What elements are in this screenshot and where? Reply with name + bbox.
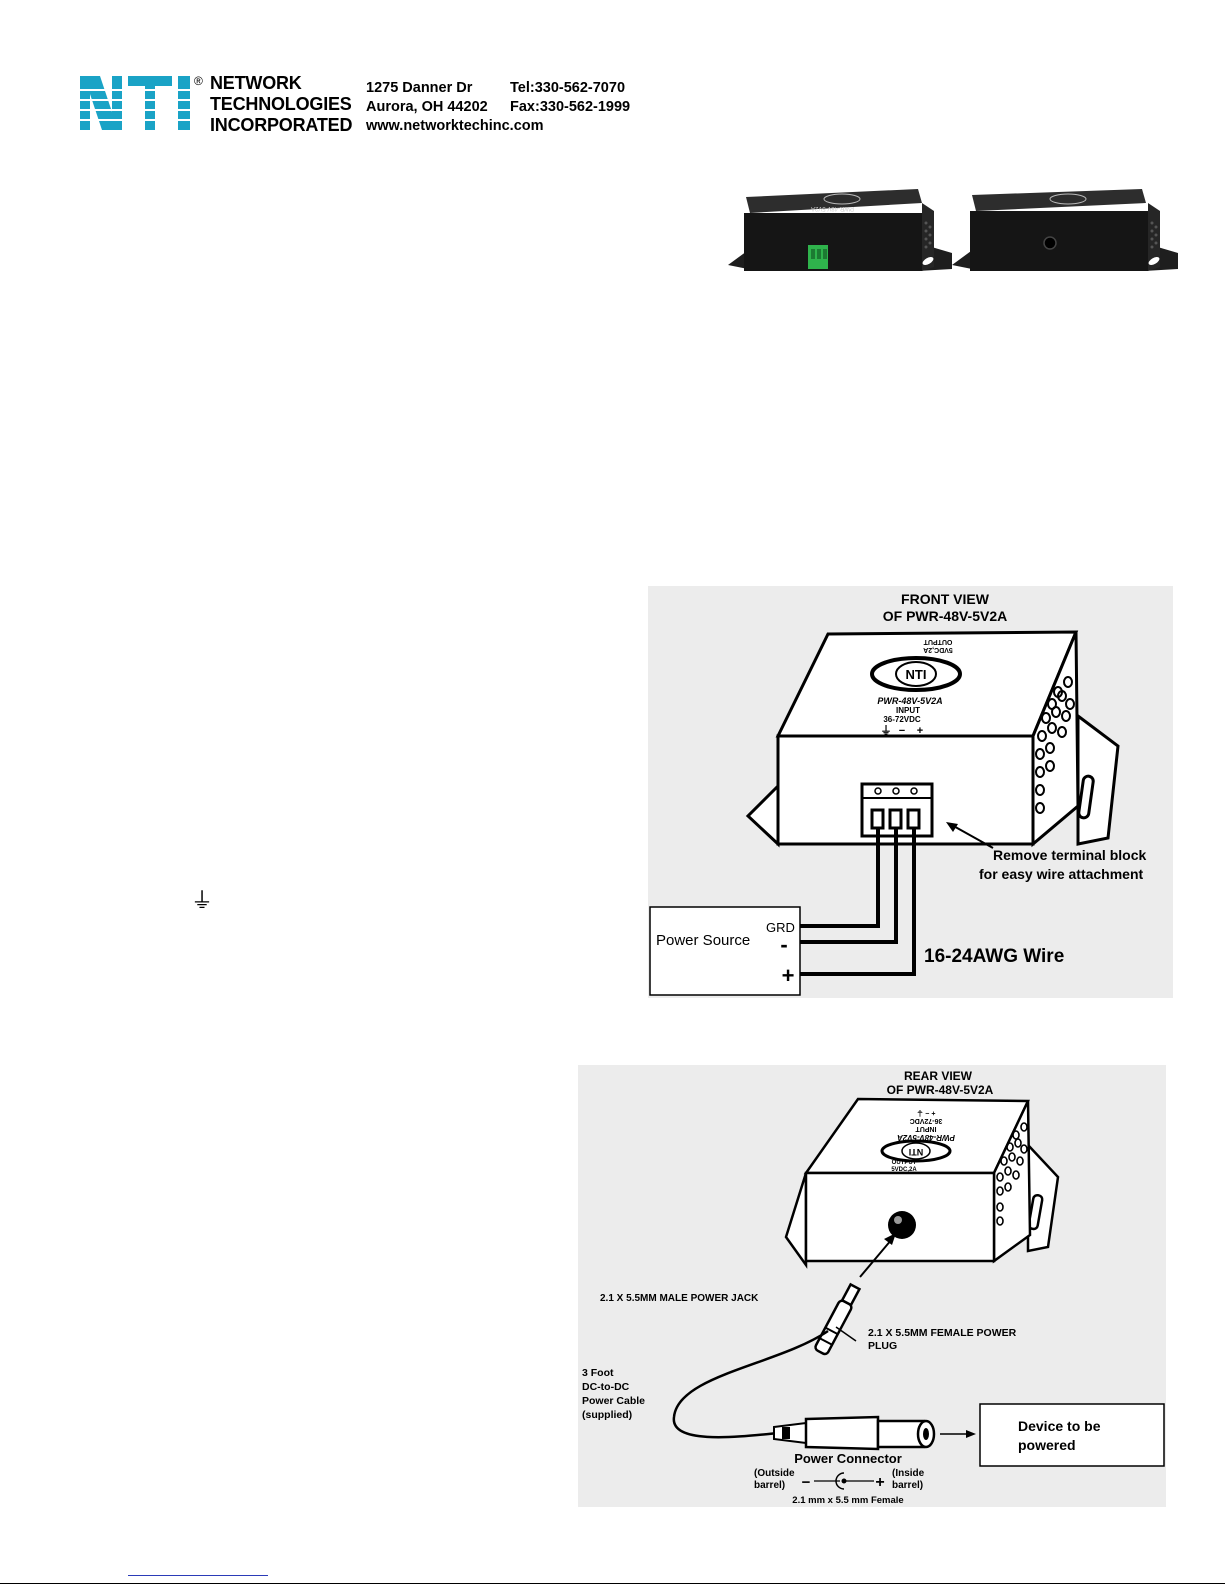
svg-text:−: − xyxy=(802,1474,811,1491)
rear-title-1: REAR VIEW xyxy=(904,1069,973,1083)
rear-output-2: 5VDC,2A xyxy=(891,1167,917,1173)
power-source-grd: GRD xyxy=(766,920,795,935)
phone-block: Tel:330-562-7070 Fax:330-562-1999 xyxy=(510,79,630,117)
footer-rule xyxy=(0,1583,1225,1584)
rear-output: OUTPUT xyxy=(892,1160,917,1166)
phone-fax: Fax:330-562-1999 xyxy=(510,99,631,115)
phone-tel: Tel:330-562-7070 xyxy=(510,80,626,96)
power-source-label: Power Source xyxy=(656,932,750,949)
rear-jack-arrow xyxy=(859,1238,893,1278)
front-title-1: FRONT VIEW xyxy=(901,591,990,607)
power-source-box xyxy=(649,906,801,996)
front-pin-minus: − xyxy=(899,725,905,737)
front-callout-arrow xyxy=(949,823,994,849)
front-callout-2: for easy wire attachment xyxy=(979,866,1144,882)
outside-barrel-2: barrel) xyxy=(754,1480,785,1491)
power-source-plus: + xyxy=(782,963,795,988)
front-pin-ground: ⏚ xyxy=(881,724,892,737)
rear-top-pins: + − ⏚ xyxy=(916,1109,935,1117)
female-plug-label-1: 2.1 X 5.5MM FEMALE POWER xyxy=(868,1327,1017,1339)
rear-top-model: PWR-48V-5V2A xyxy=(897,1133,955,1142)
front-input-range: 36-72VDC xyxy=(883,715,921,724)
power-source-minus: - xyxy=(780,932,787,957)
front-view-diagram: FRONT VIEW OF PWR-48V-5V2A OUTPUT 5VDC,2… xyxy=(648,586,1173,998)
svg-text:+: + xyxy=(875,1474,884,1491)
front-model: PWR-48V-5V2A xyxy=(877,696,942,706)
company-line-3: INCORPORATED xyxy=(210,115,353,135)
registered-mark: ® xyxy=(194,74,203,88)
rear-power-jack xyxy=(888,1211,916,1239)
address-street: 1275 Danner Dr xyxy=(366,80,473,96)
power-connector-label: Power Connector xyxy=(794,1451,902,1466)
inside-barrel-2: barrel) xyxy=(892,1480,923,1491)
company-line-1: NETWORK xyxy=(210,73,302,93)
front-top-output-2: 5VDC,2A xyxy=(923,646,953,653)
rear-top-input: INPUT xyxy=(915,1125,937,1132)
front-wires xyxy=(800,828,916,976)
address-block: 1275 Danner Dr Aurora, OH 44202 www.netw… xyxy=(366,79,544,136)
connector-spec: 2.1 mm x 5.5 mm Female xyxy=(792,1495,903,1506)
cable-label-4: (supplied) xyxy=(582,1409,632,1421)
front-terminal-block xyxy=(860,782,934,838)
cable-label-3: Power Cable xyxy=(582,1395,645,1407)
svg-text:NTI: NTI xyxy=(909,1147,924,1157)
inside-barrel-1: (Inside xyxy=(892,1468,925,1479)
device-label-2: powered xyxy=(1018,1437,1076,1453)
website-link[interactable]: www.networktechinc.com xyxy=(366,118,544,134)
power-connector xyxy=(773,1415,936,1451)
svg-text:NTI: NTI xyxy=(906,667,927,682)
male-jack-label: 2.1 X 5.5MM MALE POWER JACK xyxy=(600,1293,759,1304)
wire-gauge-label: 16-24AWG Wire xyxy=(924,946,1064,967)
device-label-1: Device to be xyxy=(1018,1418,1101,1434)
rear-top-range: 36-72VDC xyxy=(910,1117,943,1124)
front-title-2: OF PWR-48V-5V2A xyxy=(883,608,1007,624)
front-input: INPUT xyxy=(896,706,920,715)
ground-symbol-icon: ⏚ xyxy=(191,888,214,913)
outside-barrel-1: (Outside xyxy=(754,1468,795,1479)
photo-unit-input: PWR-48V-5V2A xyxy=(728,189,952,271)
polarity-symbol: − + xyxy=(802,1472,885,1491)
rear-view-diagram: REAR VIEW OF PWR-48V-5V2A + − ⏚ 36-72VDC… xyxy=(578,1065,1166,1507)
front-pin-plus: + xyxy=(917,725,923,737)
company-name: NETWORK TECHNOLOGIES INCORPORATED xyxy=(210,73,352,136)
address-city: Aurora, OH 44202 xyxy=(366,99,488,115)
female-power-plug xyxy=(814,1282,862,1356)
cable-label-1: 3 Foot xyxy=(582,1367,614,1379)
device-box xyxy=(979,1403,1165,1467)
nti-logo xyxy=(78,76,206,130)
company-line-2: TECHNOLOGIES xyxy=(210,94,352,114)
cable-label-2: DC-to-DC xyxy=(582,1381,630,1393)
dc-cable xyxy=(672,1329,829,1439)
front-vent-holes xyxy=(1035,676,1075,814)
rear-nti-badge xyxy=(880,1139,952,1163)
photo-unit-output xyxy=(952,189,1178,271)
female-plug-label-2: PLUG xyxy=(868,1340,897,1352)
product-photo: PWR-48V-5V2A xyxy=(728,189,1178,271)
rear-vent-holes xyxy=(996,1122,1028,1226)
front-nti-badge xyxy=(870,656,962,692)
footer-link-underline[interactable] xyxy=(128,1575,268,1576)
front-callout-1: Remove terminal block xyxy=(993,847,1146,863)
front-top-output: OUTPUT xyxy=(923,638,953,645)
rear-title-2: OF PWR-48V-5V2A xyxy=(887,1083,994,1097)
photo-power-jack xyxy=(1043,236,1057,250)
photo-unit-label: PWR-48V-5V2A xyxy=(811,205,854,211)
